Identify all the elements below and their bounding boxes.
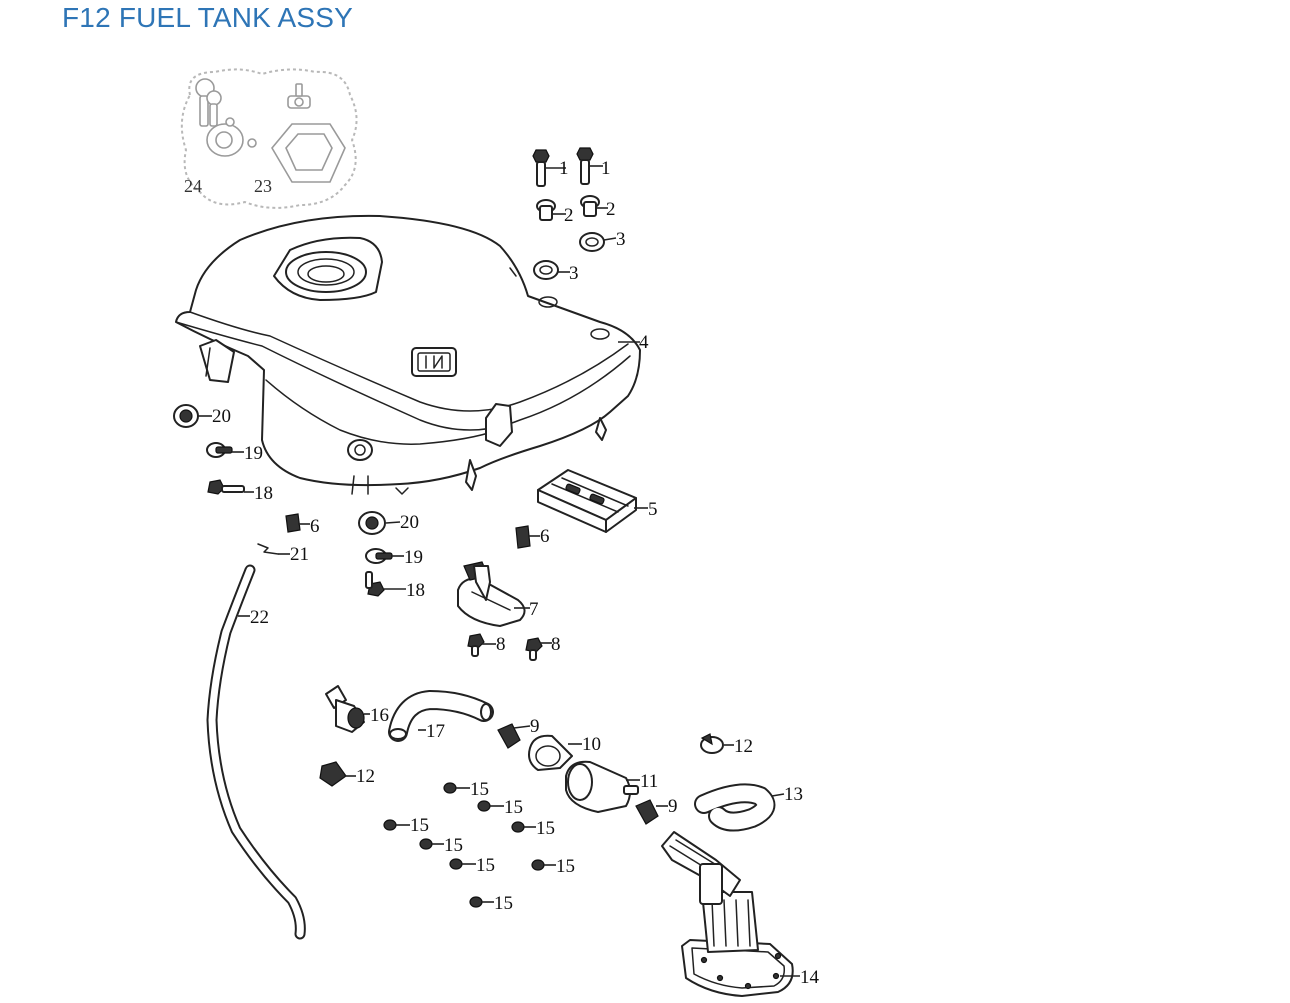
collar-part-19	[206, 442, 393, 564]
nut-part-15	[383, 782, 545, 908]
callout-11: 11	[640, 771, 658, 792]
key-set-part-24	[195, 78, 257, 157]
hose-part-22	[206, 564, 306, 940]
callout-15d: 15	[536, 818, 555, 839]
callout-12: 12	[734, 736, 753, 757]
holder-part-10	[528, 734, 573, 771]
callout-1b: 1	[601, 158, 611, 179]
clip-part-6	[285, 513, 531, 549]
elbow-hose-part-17	[388, 689, 494, 742]
callout-17: 17	[426, 721, 445, 742]
page-title: F12 FUEL TANK ASSY	[62, 2, 353, 33]
clamp-part-12	[319, 733, 724, 787]
callout-20: 20	[212, 406, 231, 427]
callout-labels: 1 1 2 2 3 3 4 5 6 6 7 8 8 9 9 10 11 12 1…	[212, 158, 820, 988]
callout-24: 24	[184, 176, 202, 196]
callout-15a: 15	[470, 779, 489, 800]
callout-5: 5	[648, 499, 658, 520]
callout-9b: 9	[668, 796, 678, 817]
callout-15e: 15	[444, 835, 463, 856]
screw-part-8	[467, 633, 543, 661]
callout-23: 23	[254, 176, 272, 196]
hose-part-13	[694, 783, 776, 832]
grommet-part-20	[173, 404, 386, 535]
callout-22: 22	[250, 607, 269, 628]
callout-19b: 19	[404, 547, 423, 568]
callout-15g: 15	[556, 856, 575, 877]
inset-cloud-border	[180, 68, 358, 209]
bracket-part-7	[457, 561, 526, 627]
callout-16: 16	[370, 705, 389, 726]
fuel-pump-part-14	[661, 831, 794, 997]
callout-13: 13	[784, 784, 803, 805]
callout-6: 6	[310, 516, 320, 537]
callout-19: 19	[244, 443, 263, 464]
callout-4: 4	[639, 332, 649, 353]
inset-group: 24 23	[180, 68, 358, 209]
callout-2: 2	[564, 205, 574, 226]
fuel-tank-part-4	[175, 214, 641, 495]
callout-21: 21	[290, 544, 309, 565]
callout-9: 9	[530, 716, 540, 737]
callout-1: 1	[559, 158, 569, 179]
collar-part-2	[536, 195, 600, 221]
callout-7: 7	[529, 599, 539, 620]
callout-14: 14	[800, 967, 820, 988]
clamp-part-9	[497, 723, 659, 825]
callout-12b: 12	[356, 766, 375, 787]
clip-part-21	[257, 543, 279, 555]
callout-18b: 18	[406, 580, 425, 601]
callout-3b: 3	[569, 263, 579, 284]
grommet-part-3	[533, 232, 605, 280]
connector-part-16	[325, 685, 365, 733]
callout-15h: 15	[494, 893, 513, 914]
leader-lines	[198, 165, 800, 977]
callout-8b: 8	[551, 634, 561, 655]
callout-15b: 15	[504, 797, 523, 818]
bolt-part-1	[532, 147, 594, 187]
callout-2b: 2	[606, 199, 616, 220]
callout-20b: 20	[400, 512, 419, 533]
callout-8: 8	[496, 634, 506, 655]
callout-6b: 6	[540, 526, 550, 547]
cap-guard-part-23	[271, 83, 346, 183]
callout-15f: 15	[476, 855, 495, 876]
callout-3: 3	[616, 229, 626, 250]
callout-10: 10	[582, 734, 601, 755]
bolt-part-18	[207, 479, 385, 597]
callout-15c: 15	[410, 815, 429, 836]
rubber-pad-part-5	[537, 469, 637, 533]
callout-18: 18	[254, 483, 273, 504]
fuel-filter-part-11	[565, 760, 639, 813]
